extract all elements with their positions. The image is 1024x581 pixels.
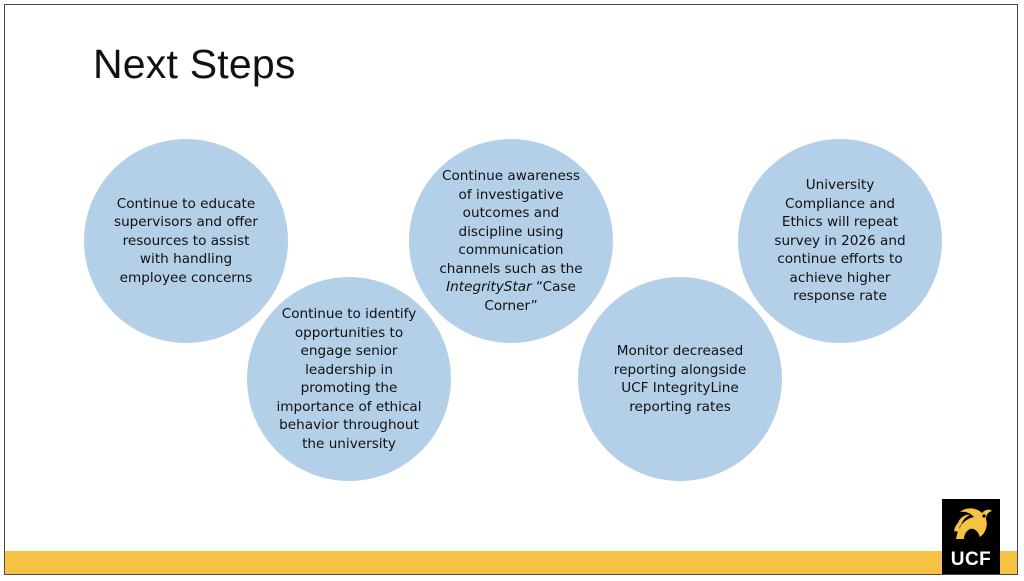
pegasus-icon (954, 508, 992, 539)
slide-title: Next Steps (93, 41, 296, 87)
step-circle-educate-supervisors: Continue to educate supervisors and offe… (84, 139, 288, 343)
footer-gold-band (5, 551, 1017, 574)
step-text-part: “Case Corner” (484, 279, 576, 314)
step-text: Continue to educate supervisors and offe… (113, 195, 259, 286)
ucf-logo-text: UCF (950, 549, 992, 570)
step-text: Continue awareness of investigative outc… (437, 167, 585, 315)
ucf-logo: UCF (942, 499, 1000, 574)
slide: Next Steps Continue to educate superviso… (4, 4, 1018, 575)
step-circle-engage-leadership: Continue to identify opportunities to en… (247, 277, 451, 481)
step-circle-repeat-survey: University Compliance and Ethics will re… (738, 139, 942, 343)
step-text-part: Continue awareness of investigative outc… (439, 168, 583, 277)
step-text: University Compliance and Ethics will re… (774, 177, 906, 305)
step-circle-awareness-outcomes: Continue awareness of investigative outc… (409, 139, 613, 343)
step-text: Monitor decreased reporting alongside UC… (613, 343, 747, 415)
integritystar-label: IntegrityStar (446, 279, 532, 295)
step-circle-monitor-reporting: Monitor decreased reporting alongside UC… (578, 277, 782, 481)
step-text: Continue to identify opportunities to en… (276, 306, 422, 452)
